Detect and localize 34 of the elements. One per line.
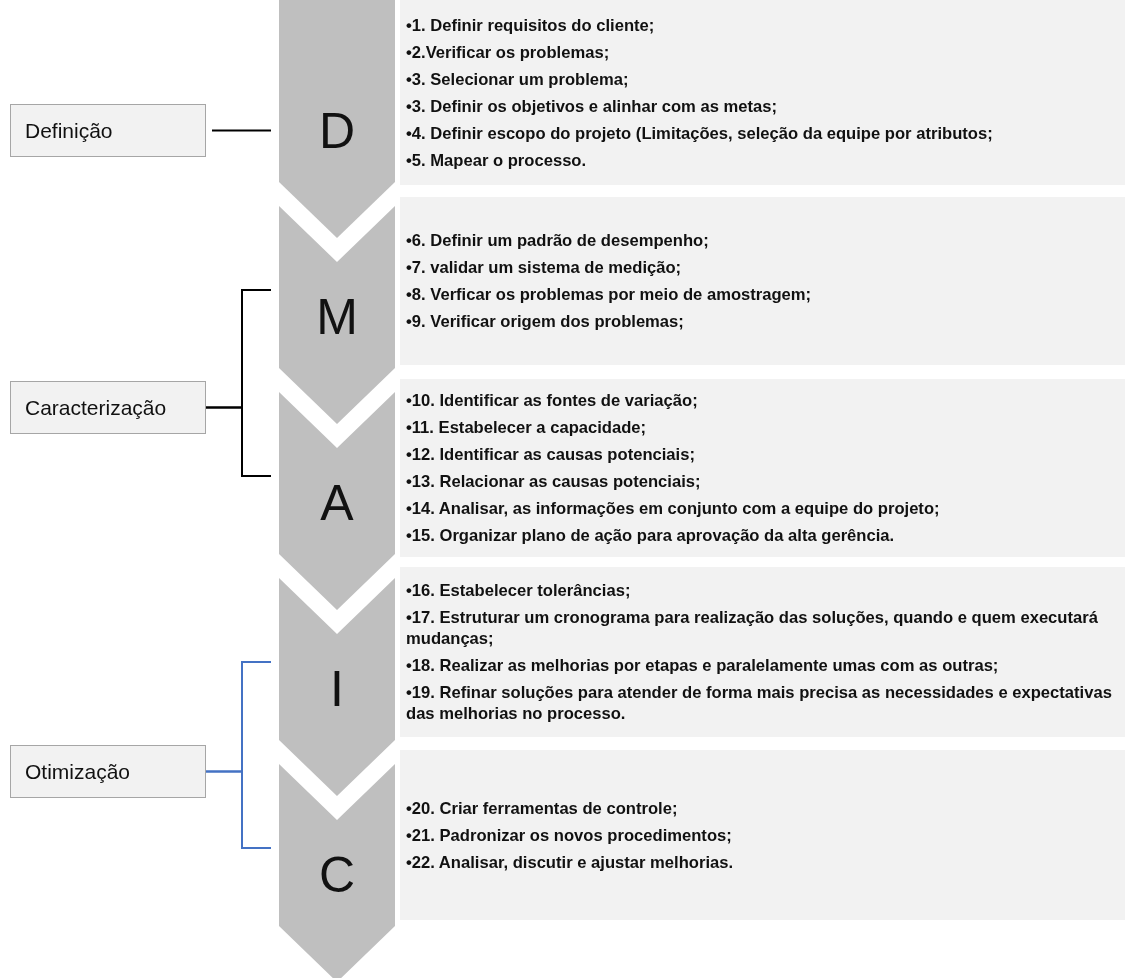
list-item: •19. Refinar soluções para atender de forma mais precisa as necessidades e expectativas das melhorias no processo. <box>406 682 1113 724</box>
list-item: •10. Identificar as fontes de variação; <box>406 390 699 411</box>
list-item: •22. Analisar, discutir e ajustar melhorias. <box>406 851 735 873</box>
step-letter: A <box>319 478 355 528</box>
list-item: •17. Estruturar um cronograma para realização das soluções, quando e quem executará mudanças; <box>406 607 1099 649</box>
list-item: •1. Definir requisitos do cliente; <box>406 14 656 36</box>
list-item: •2.Verificar os problemas; <box>406 41 611 63</box>
step-letter: M <box>315 292 359 342</box>
list-item: •15. Organizar plano de ação para aprovação da alta gerência. <box>406 525 896 546</box>
list-item: •20. Criar ferramentas de controle; <box>406 797 679 819</box>
phase-box: Otimização <box>10 745 206 798</box>
list-item: •13. Relacionar as causas potenciais; <box>406 471 702 492</box>
list-item: •14. Analisar, as informações em conjunto com a equipe do projeto; <box>406 498 941 519</box>
list-item: •21. Padronizar os novos procedimentos; <box>406 824 733 846</box>
connector-line <box>205 406 272 477</box>
step-letter: D <box>317 106 357 156</box>
list-item: •12. Identificar as causas potenciais; <box>406 444 696 465</box>
list-item: •3. Definir os objetivos e alinhar com as metas; <box>406 95 778 117</box>
phase-box: Caracterização <box>10 381 206 434</box>
connector-line <box>205 770 272 849</box>
step-letter: I <box>329 664 345 714</box>
list-item: •3. Selecionar um problema; <box>406 68 630 90</box>
list-item: •4. Definir escopo do projeto (Limitações, seleção da equipe por atributos; <box>406 122 994 144</box>
list-item: •18. Realizar as melhorias por etapas e paralelamente umas com as outras; <box>406 655 1000 676</box>
list-item: •11. Estabelecer a capacidade; <box>406 417 648 438</box>
list-item: •6. Definir um padrão de desempenho; <box>406 230 710 251</box>
list-item: •7. validar um sistema de medição; <box>406 257 683 278</box>
list-item: •9. Verificar origem dos problemas; <box>406 311 685 332</box>
phase-box: Definição <box>10 104 206 157</box>
step-letter: C <box>317 850 357 900</box>
connector-line <box>211 129 272 132</box>
list-item: •8. Verficar os problemas por meio de amostragem; <box>406 284 813 305</box>
list-item: •16. Estabelecer tolerâncias; <box>406 580 632 601</box>
list-item: •5. Mapear o processo. <box>406 149 588 171</box>
